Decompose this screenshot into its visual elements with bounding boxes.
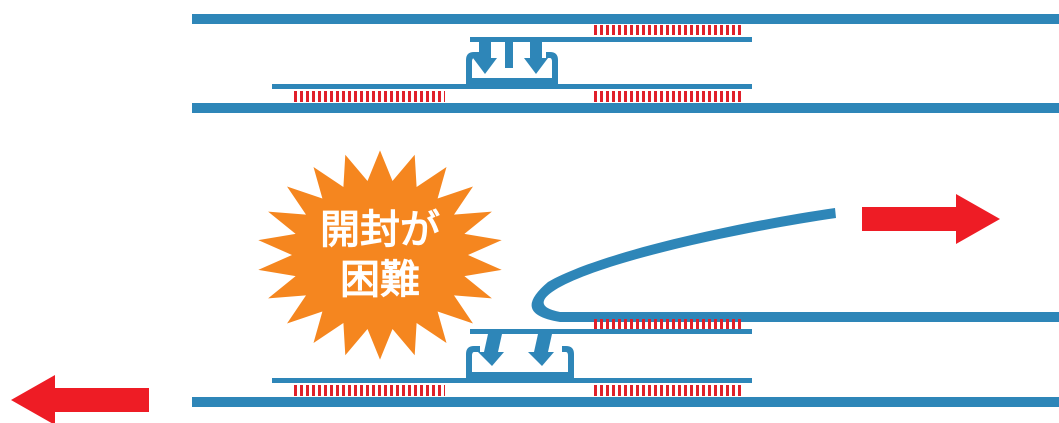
starburst-icon (258, 150, 502, 360)
opening-package (192, 208, 1059, 407)
top-outer-film (192, 14, 1059, 24)
lower-zipper-flange (272, 84, 752, 89)
seal-strip (592, 385, 744, 396)
callout-line-2: 困難 (340, 257, 420, 303)
difficulty-callout: 開封が 困難 (258, 150, 502, 360)
upper-zipper-flange (470, 37, 752, 42)
seal-strip (293, 385, 445, 396)
zipper-strained-icon (466, 334, 574, 378)
lower-zipper-flange (272, 378, 752, 383)
seal-strip (592, 91, 744, 102)
seal-strip (293, 91, 445, 102)
bottom-outer-film (192, 397, 1059, 407)
arrow-left-icon (11, 375, 149, 423)
seal-strip (592, 25, 744, 35)
bottom-outer-film (192, 103, 1059, 113)
closed-package (192, 14, 1059, 113)
arrow-right-icon (862, 194, 1000, 244)
callout-line-1: 開封が (320, 207, 440, 253)
upper-zipper-flange (470, 329, 752, 334)
zipper-closed-icon (466, 42, 558, 84)
seal-strip (592, 319, 744, 329)
